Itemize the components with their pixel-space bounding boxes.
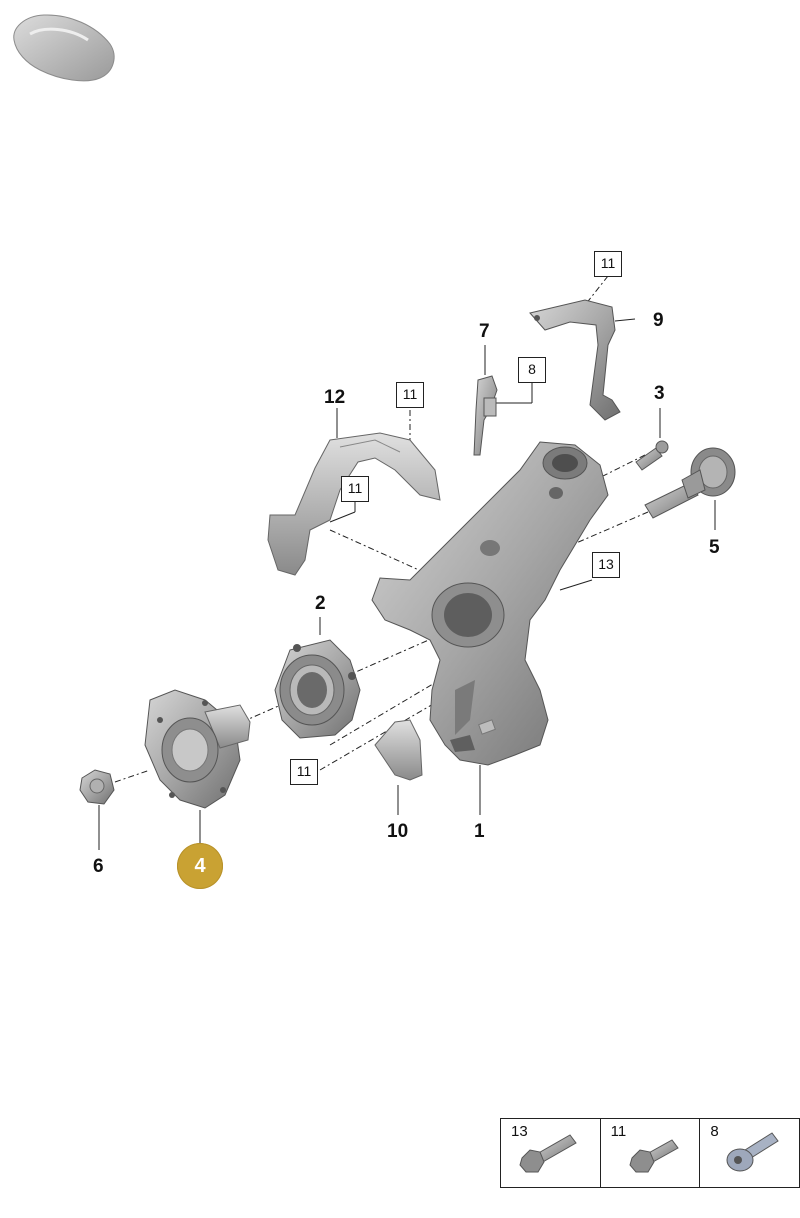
boxed-label-bolt-11-shield[interactable]: 11 xyxy=(396,382,424,408)
part-9-sensor-bracket[interactable] xyxy=(529,299,621,421)
legend-item-8[interactable]: 8 xyxy=(700,1119,799,1187)
part-6-hub-nut[interactable] xyxy=(79,769,115,805)
boxed-label-bolt-8[interactable]: 8 xyxy=(518,357,546,383)
legend-item-11[interactable]: 11 xyxy=(601,1119,701,1187)
callout-part-10[interactable]: 10 xyxy=(387,821,409,842)
hex-bolt-short-icon xyxy=(629,1139,679,1173)
part-5-drive-shaft[interactable] xyxy=(644,447,736,519)
callout-part-2[interactable]: 2 xyxy=(315,593,326,614)
part-7-sensor[interactable] xyxy=(473,375,498,456)
callout-part-9[interactable]: 9 xyxy=(653,310,664,331)
socket-head-bolt-icon xyxy=(726,1132,779,1172)
callout-part-7[interactable]: 7 xyxy=(479,321,490,342)
part-10-cover-plate[interactable] xyxy=(374,719,423,781)
callout-part-5[interactable]: 5 xyxy=(709,537,720,558)
part-2-wheel-bearing[interactable] xyxy=(274,639,361,739)
vehicle-thumbnail-icon xyxy=(13,14,115,82)
callout-part-1[interactable]: 1 xyxy=(474,821,485,842)
legend-number: 8 xyxy=(710,1123,719,1140)
part-4-wheel-hub[interactable] xyxy=(144,689,251,809)
callout-part-3[interactable]: 3 xyxy=(654,383,665,404)
legend-number: 13 xyxy=(511,1123,528,1140)
boxed-label-bolt-13[interactable]: 13 xyxy=(592,552,620,578)
callout-part-6[interactable]: 6 xyxy=(93,856,104,877)
legend-number: 11 xyxy=(610,1123,627,1140)
hex-bolt-long-icon xyxy=(519,1134,577,1173)
boxed-label-bolt-11-bracket[interactable]: 11 xyxy=(594,251,622,277)
boxed-label-bolt-11-cover[interactable]: 11 xyxy=(290,759,318,785)
callout-part-12[interactable]: 12 xyxy=(324,387,346,408)
part-1-steering-knuckle[interactable] xyxy=(371,441,609,766)
legend-item-13[interactable]: 13 xyxy=(501,1119,601,1187)
part-12-heat-shield[interactable] xyxy=(267,432,441,576)
fastener-legend: 13 11 8 xyxy=(500,1118,800,1188)
selected-part-badge[interactable]: 4 xyxy=(177,843,223,889)
part-3-bolt[interactable] xyxy=(635,440,669,471)
boxed-label-bolt-11-shield-lower[interactable]: 11 xyxy=(341,476,369,502)
